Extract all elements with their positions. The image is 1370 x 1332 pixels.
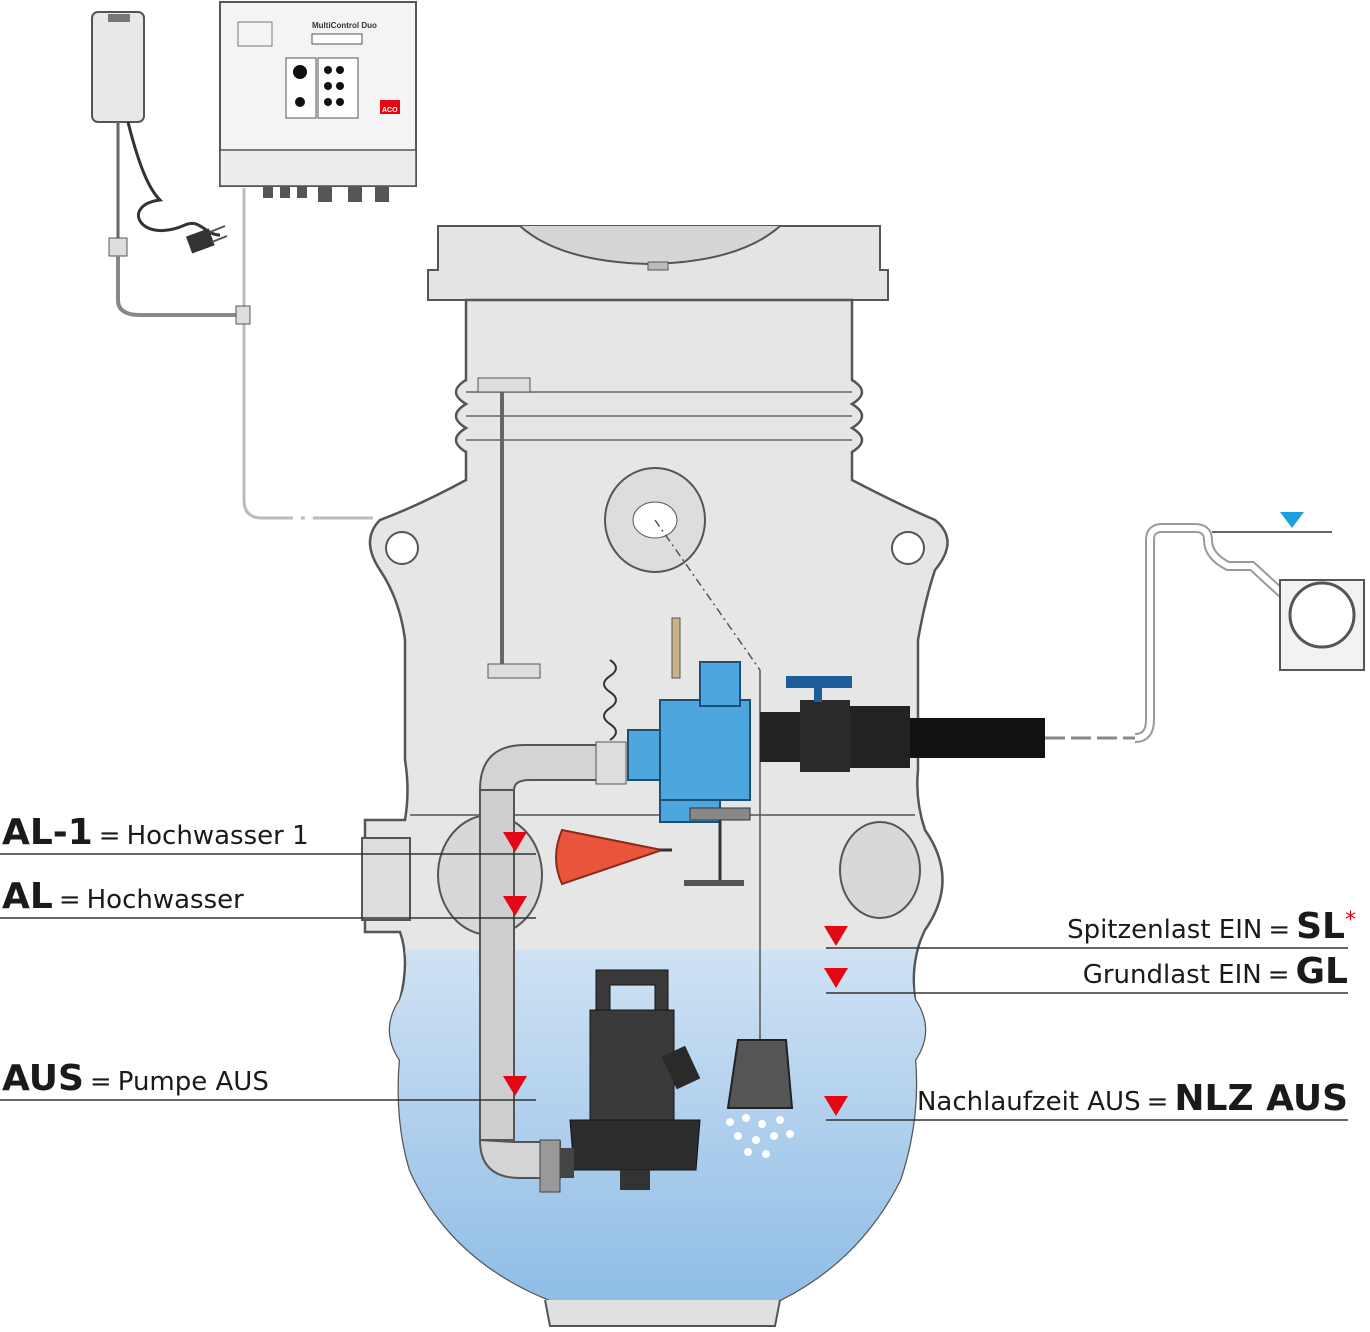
svg-text:ACO: ACO [382,107,398,114]
level-label-al: AL=Hochwasser [2,876,244,917]
triangle-down-marker-icon [824,968,848,988]
control-unit: MultiControl Duo ACO [219,1,417,520]
level-label-aus: AUS=Pumpe AUS [2,1058,269,1099]
level-label-sl: Spitzenlast EIN=SL* [1067,906,1356,947]
level-indicators [0,832,1348,1121]
triangle-down-marker-icon [824,926,848,946]
valve-assembly [603,617,1135,886]
pressure-bell [726,1039,794,1109]
power-adapter [91,11,240,317]
external-discharge [1134,512,1365,743]
aco-logo [380,100,400,114]
level-label-nlz: Nachlaufzeit AUS=NLZ AUS [916,1078,1348,1119]
triangle-down-marker-icon [503,896,527,916]
triangle-down-marker-icon [503,1076,527,1096]
level-label-al1: AL-1=Hochwasser 1 [2,812,309,853]
pump-icon [560,969,701,1190]
power-plug-icon [185,225,228,254]
pressure-pipe [478,741,627,1193]
level-label-gl: Grundlast EIN=GL [1082,951,1348,992]
air-bubbles [726,1114,794,1158]
controller-brand-text: MultiControl Duo [312,21,377,30]
triangle-down-marker-icon [503,832,527,852]
triangle-down-marker-icon [824,1096,848,1116]
float-switch-icon [555,828,666,886]
backflow-level-marker-icon [1280,512,1304,528]
ball-valve-icon [760,676,910,772]
